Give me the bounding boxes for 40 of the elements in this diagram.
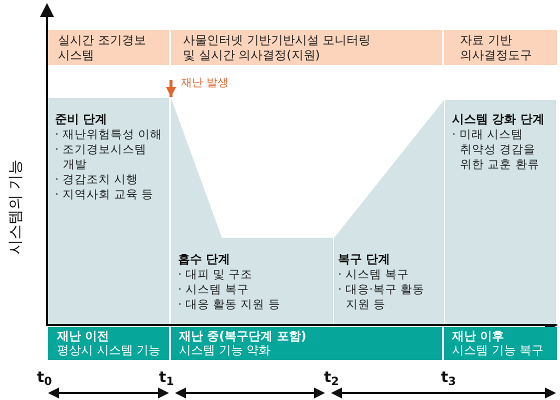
status-title: 재난 이전 (57, 329, 110, 343)
edge-label: 재난 발생 (181, 76, 228, 90)
phase-area (171, 98, 333, 324)
phase-area (445, 100, 556, 324)
header-band (171, 30, 442, 65)
status-text: 시스템 기능 약화 (179, 343, 272, 358)
bullet-item: · 미래 시스템 취약성 경감을 위한 교훈 환류 (452, 127, 540, 172)
header-band (444, 30, 557, 65)
bullet-item: · 대피 및 구조 (178, 267, 254, 282)
bullet-item: · 대응 활동 지원 등 (178, 297, 282, 312)
bullet-item: · 경감조치 시행 (55, 172, 139, 187)
status-band (444, 327, 557, 360)
phase-title: 준비 단계 (55, 111, 108, 127)
time-label: t$_{3}$ (441, 368, 456, 386)
status-title: 재난 중(복구단계 포함) (179, 329, 308, 343)
phase-title: 시스템 강화 단계 (452, 111, 546, 127)
status-band (171, 327, 442, 360)
bullet-item: · 시스템 복구 (178, 282, 250, 297)
time-label: t$_{1}$ (159, 368, 174, 386)
bullet-item: · 재난위험특성 이해 (55, 127, 163, 142)
time-label: t$_{0}$ (37, 368, 52, 386)
phase-title: 복구 단계 (338, 251, 392, 267)
bullet-item: · 지역사회 교육 등 (55, 187, 155, 202)
bullet-item: · 시스템 복구 (338, 267, 410, 282)
phase-area (48, 98, 169, 324)
band-text: 자료 기반 의사결정도구 (460, 32, 533, 62)
time-label: t$_{2}$ (324, 368, 339, 386)
status-title: 재난 이후 (452, 329, 506, 343)
axis-label: 시스템의 기능 (6, 160, 24, 254)
bullet-item: · 조기경보시스템 개발 (55, 142, 148, 172)
status-text: 평상시 시스템 기능 (57, 343, 162, 358)
bullet-item: · 대응·복구 활동 지원 등 (338, 282, 426, 312)
phase-area (334, 100, 444, 324)
phase-title: 흡수 단계 (178, 251, 232, 267)
band-text: 실시간 조기경보 시스템 (58, 32, 147, 62)
band-text: 사물인터넷 기반기반시설 모니터링 및 실시간 의사결정(지원) (183, 32, 372, 62)
status-band (48, 327, 169, 360)
header-band (48, 30, 169, 65)
status-text: 시스템 기능 복구 (452, 343, 545, 358)
arrow (166, 80, 176, 97)
